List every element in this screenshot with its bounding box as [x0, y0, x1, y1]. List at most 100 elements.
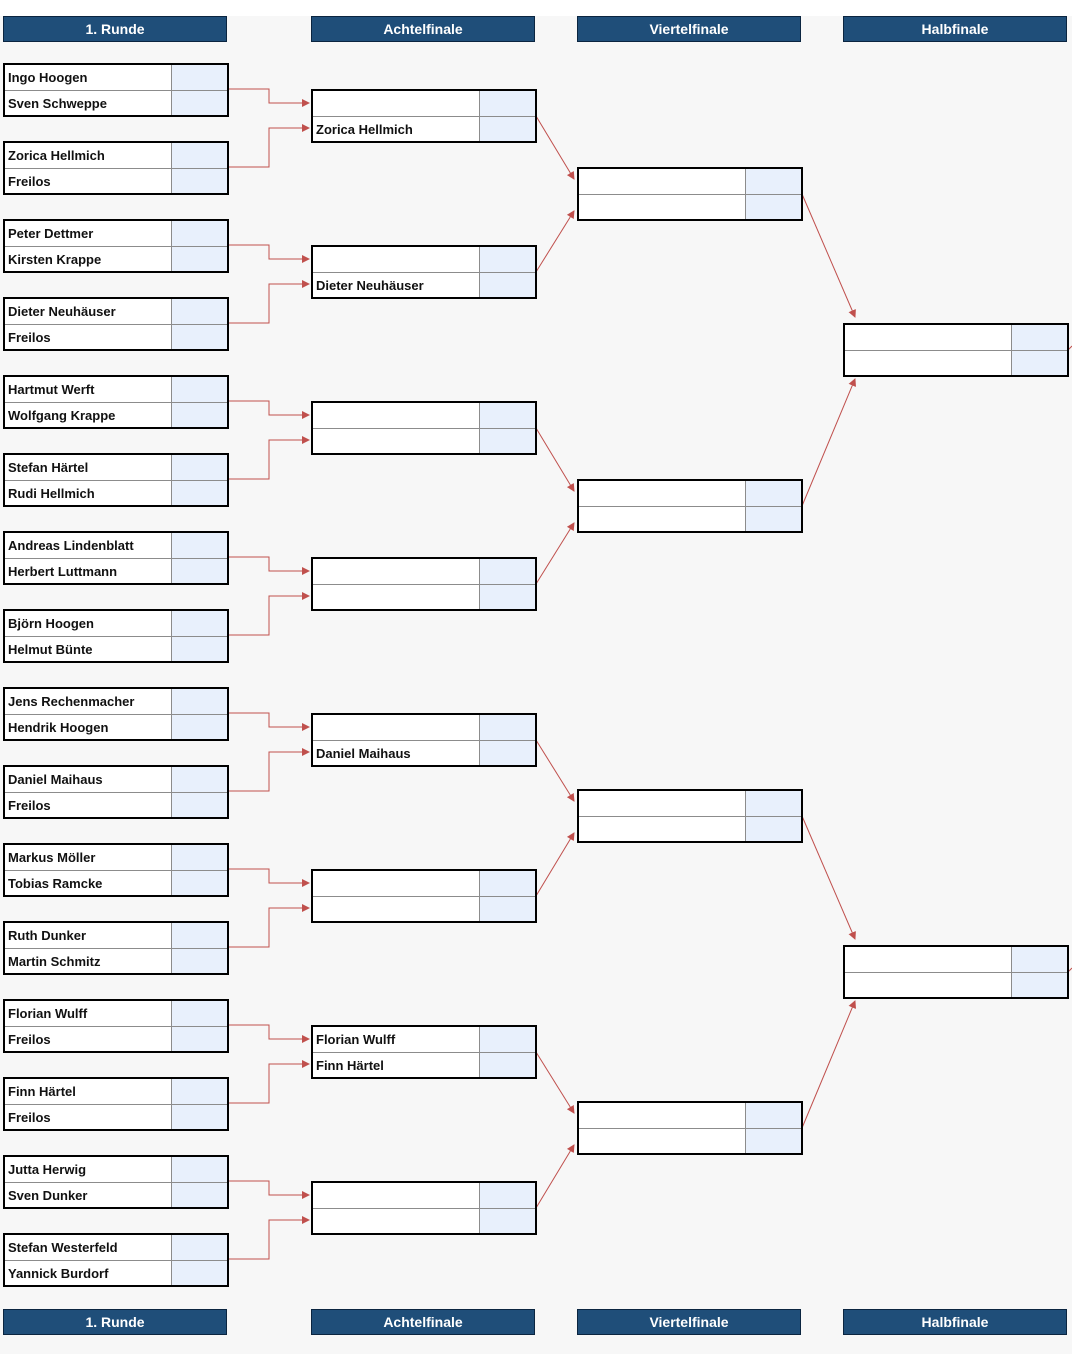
- score-cell[interactable]: [172, 559, 227, 583]
- player-name-cell[interactable]: Freilos: [5, 1105, 172, 1129]
- player-name-cell[interactable]: [579, 817, 746, 841]
- score-cell[interactable]: [746, 1103, 801, 1128]
- score-cell[interactable]: [480, 429, 535, 453]
- score-cell[interactable]: [172, 845, 227, 870]
- player-name-cell[interactable]: [845, 351, 1012, 375]
- score-cell[interactable]: [1012, 325, 1067, 350]
- player-name-cell[interactable]: [579, 507, 746, 531]
- score-cell[interactable]: [172, 1261, 227, 1285]
- score-cell[interactable]: [1012, 947, 1067, 972]
- player-name-cell[interactable]: [845, 325, 1012, 350]
- player-name-cell[interactable]: Freilos: [5, 169, 172, 193]
- player-name-cell[interactable]: Florian Wulff: [313, 1027, 480, 1052]
- player-name-cell[interactable]: Finn Härtel: [313, 1053, 480, 1077]
- score-cell[interactable]: [746, 169, 801, 194]
- player-name-cell[interactable]: Rudi Hellmich: [5, 481, 172, 505]
- score-cell[interactable]: [172, 923, 227, 948]
- player-name-cell[interactable]: Finn Härtel: [5, 1079, 172, 1104]
- score-cell[interactable]: [172, 377, 227, 402]
- player-name-cell[interactable]: Peter Dettmer: [5, 221, 172, 246]
- score-cell[interactable]: [172, 533, 227, 558]
- score-cell[interactable]: [172, 143, 227, 168]
- score-cell[interactable]: [746, 1129, 801, 1153]
- score-cell[interactable]: [746, 195, 801, 219]
- player-name-cell[interactable]: Björn Hoogen: [5, 611, 172, 636]
- player-name-cell[interactable]: [579, 195, 746, 219]
- player-name-cell[interactable]: Freilos: [5, 325, 172, 349]
- player-name-cell[interactable]: [313, 429, 480, 453]
- player-name-cell[interactable]: Tobias Ramcke: [5, 871, 172, 895]
- player-name-cell[interactable]: Jens Rechenmacher: [5, 689, 172, 714]
- score-cell[interactable]: [746, 507, 801, 531]
- score-cell[interactable]: [480, 897, 535, 921]
- player-name-cell[interactable]: [579, 1103, 746, 1128]
- score-cell[interactable]: [480, 741, 535, 765]
- score-cell[interactable]: [172, 871, 227, 895]
- score-cell[interactable]: [480, 559, 535, 584]
- player-name-cell[interactable]: [579, 1129, 746, 1153]
- score-cell[interactable]: [480, 1027, 535, 1052]
- player-name-cell[interactable]: Dieter Neuhäuser: [313, 273, 480, 297]
- player-name-cell[interactable]: [313, 1183, 480, 1208]
- player-name-cell[interactable]: [313, 91, 480, 116]
- score-cell[interactable]: [172, 1001, 227, 1026]
- score-cell[interactable]: [746, 481, 801, 506]
- score-cell[interactable]: [172, 689, 227, 714]
- player-name-cell[interactable]: [579, 791, 746, 816]
- player-name-cell[interactable]: [579, 481, 746, 506]
- player-name-cell[interactable]: Ruth Dunker: [5, 923, 172, 948]
- player-name-cell[interactable]: Martin Schmitz: [5, 949, 172, 973]
- player-name-cell[interactable]: Sven Dunker: [5, 1183, 172, 1207]
- score-cell[interactable]: [172, 299, 227, 324]
- score-cell[interactable]: [172, 325, 227, 349]
- player-name-cell[interactable]: [845, 973, 1012, 997]
- score-cell[interactable]: [172, 169, 227, 193]
- score-cell[interactable]: [480, 1183, 535, 1208]
- player-name-cell[interactable]: Sven Schweppe: [5, 91, 172, 115]
- player-name-cell[interactable]: [313, 871, 480, 896]
- player-name-cell[interactable]: [313, 403, 480, 428]
- player-name-cell[interactable]: Kirsten Krappe: [5, 247, 172, 271]
- score-cell[interactable]: [172, 637, 227, 661]
- score-cell[interactable]: [480, 273, 535, 297]
- score-cell[interactable]: [172, 65, 227, 90]
- player-name-cell[interactable]: Stefan Härtel: [5, 455, 172, 480]
- player-name-cell[interactable]: Jutta Herwig: [5, 1157, 172, 1182]
- score-cell[interactable]: [172, 481, 227, 505]
- score-cell[interactable]: [172, 611, 227, 636]
- score-cell[interactable]: [172, 1105, 227, 1129]
- player-name-cell[interactable]: Dieter Neuhäuser: [5, 299, 172, 324]
- score-cell[interactable]: [480, 871, 535, 896]
- score-cell[interactable]: [172, 949, 227, 973]
- score-cell[interactable]: [480, 247, 535, 272]
- player-name-cell[interactable]: Daniel Maihaus: [5, 767, 172, 792]
- score-cell[interactable]: [172, 221, 227, 246]
- score-cell[interactable]: [1012, 351, 1067, 375]
- player-name-cell[interactable]: [313, 715, 480, 740]
- player-name-cell[interactable]: [845, 947, 1012, 972]
- score-cell[interactable]: [480, 91, 535, 116]
- score-cell[interactable]: [172, 455, 227, 480]
- score-cell[interactable]: [172, 247, 227, 271]
- player-name-cell[interactable]: Wolfgang Krappe: [5, 403, 172, 427]
- score-cell[interactable]: [480, 117, 535, 141]
- score-cell[interactable]: [172, 715, 227, 739]
- player-name-cell[interactable]: Herbert Luttmann: [5, 559, 172, 583]
- score-cell[interactable]: [746, 817, 801, 841]
- player-name-cell[interactable]: Freilos: [5, 793, 172, 817]
- score-cell[interactable]: [172, 1157, 227, 1182]
- player-name-cell[interactable]: Yannick Burdorf: [5, 1261, 172, 1285]
- player-name-cell[interactable]: [313, 1209, 480, 1233]
- player-name-cell[interactable]: Zorica Hellmich: [313, 117, 480, 141]
- player-name-cell[interactable]: Hendrik Hoogen: [5, 715, 172, 739]
- player-name-cell[interactable]: Markus Möller: [5, 845, 172, 870]
- player-name-cell[interactable]: Andreas Lindenblatt: [5, 533, 172, 558]
- score-cell[interactable]: [480, 403, 535, 428]
- score-cell[interactable]: [172, 1235, 227, 1260]
- score-cell[interactable]: [172, 767, 227, 792]
- player-name-cell[interactable]: Hartmut Werft: [5, 377, 172, 402]
- score-cell[interactable]: [172, 91, 227, 115]
- player-name-cell[interactable]: [579, 169, 746, 194]
- score-cell[interactable]: [480, 1053, 535, 1077]
- player-name-cell[interactable]: [313, 247, 480, 272]
